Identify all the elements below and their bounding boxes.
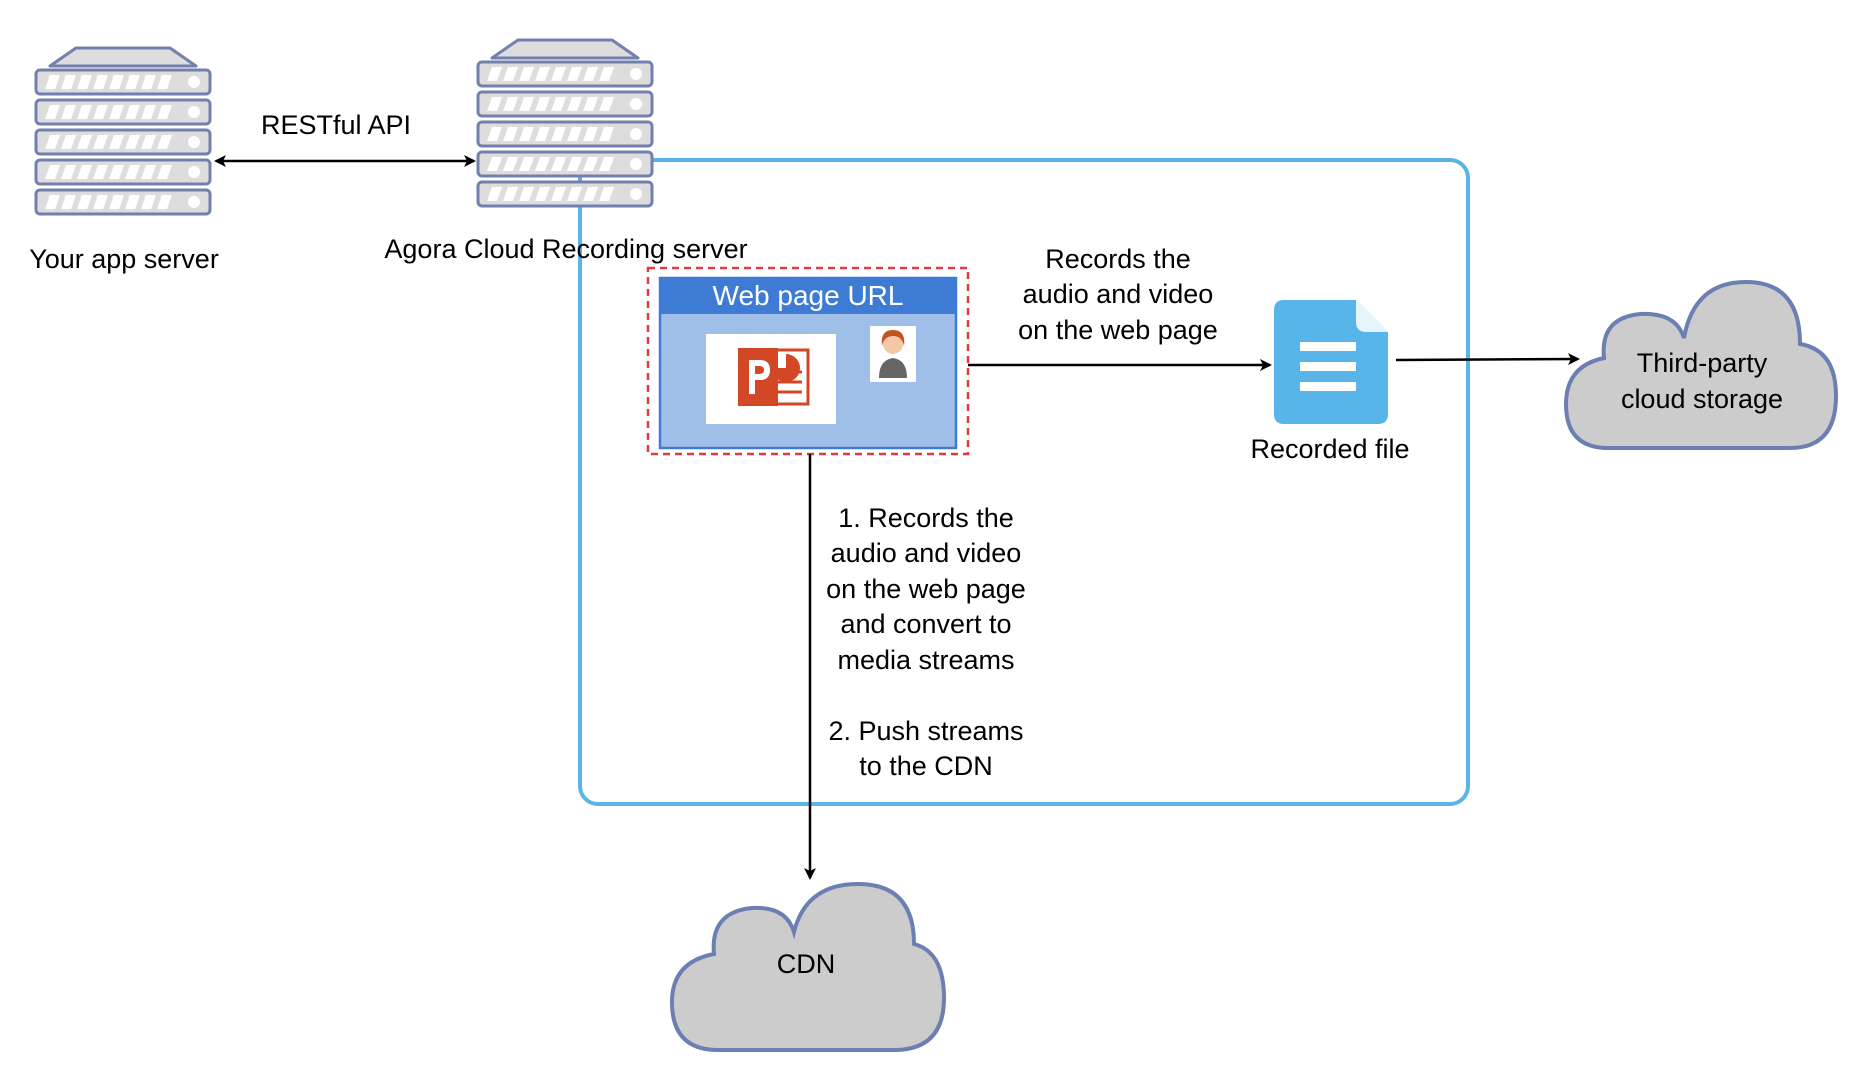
cloud-recording-server-icon: [476, 38, 654, 208]
third-party-storage-label-line2: cloud storage: [1621, 384, 1783, 414]
records-to-file-label-line2: audio and video: [1023, 279, 1214, 309]
cdn-label: CDN: [777, 949, 836, 979]
records-to-cdn-label-line5: media streams: [837, 645, 1014, 675]
web-page-title: Web page URL: [713, 280, 904, 311]
records-to-cdn-label-line3: on the web page: [826, 574, 1026, 604]
third-party-storage-cloud-icon: [1563, 279, 1839, 450]
file-to-storage-arrow: [1395, 353, 1580, 366]
records-to-cdn-label-line7: 2. Push streams: [828, 716, 1023, 746]
records-to-cdn-label-line2: audio and video: [831, 538, 1022, 568]
third-party-storage-label-line1: Third-party: [1637, 348, 1768, 378]
recording-region: [578, 158, 1470, 806]
restful-api-label: RESTful API: [261, 110, 411, 140]
records-to-cdn-label-line4: and convert to: [840, 609, 1011, 639]
web-page-selection: [646, 266, 970, 456]
user-avatar-icon: [870, 326, 916, 382]
app-server-icon: [34, 46, 212, 216]
records-to-cdn-label-line1: 1. Records the: [838, 503, 1014, 533]
recorded-file-label: Recorded file: [1250, 434, 1409, 464]
records-to-file-label-line1: Records the: [1045, 244, 1191, 274]
powerpoint-icon: [706, 334, 836, 424]
app-server-label: Your app server: [29, 244, 219, 274]
cdn-cloud-icon: [669, 881, 947, 1052]
records-to-cdn-label-line8: to the CDN: [859, 751, 993, 781]
document-icon: [1274, 300, 1388, 424]
cloud-recording-server-label: Agora Cloud Recording server: [384, 234, 747, 264]
records-to-file-label-line3: on the web page: [1018, 315, 1218, 345]
